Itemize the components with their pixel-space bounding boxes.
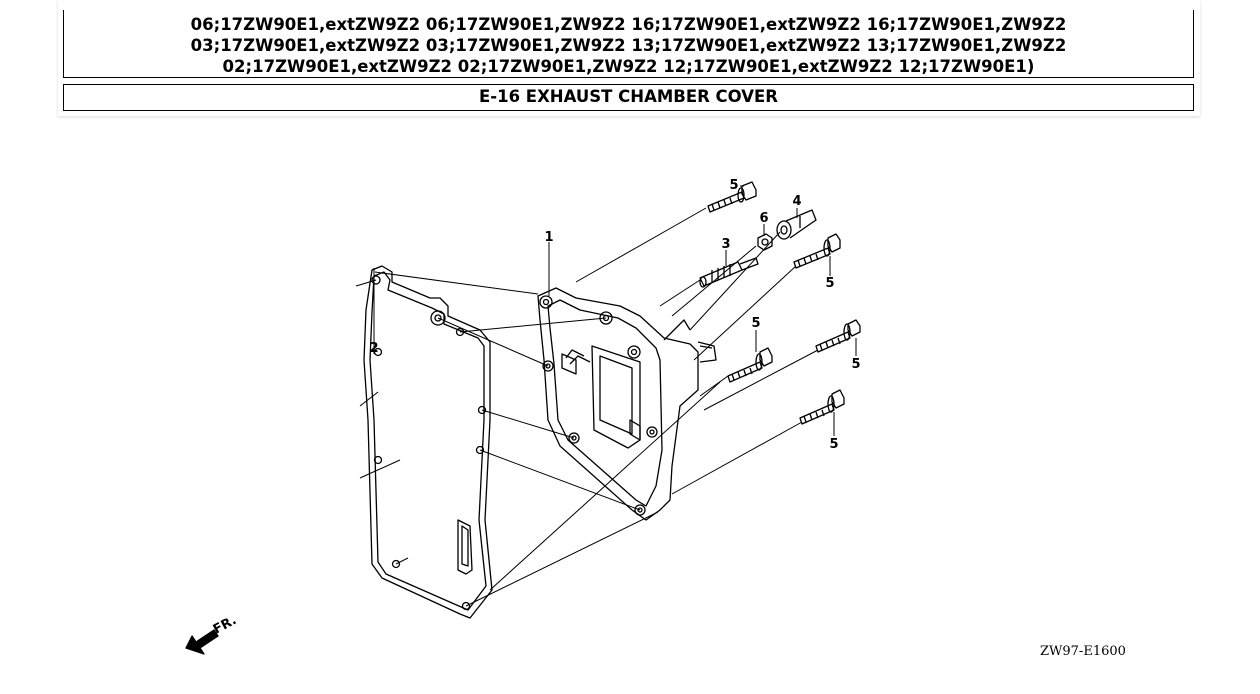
exploded-parts-diagram: 1 2 3 4 5 5 5 5 5 6 FR. ZW97-E1600	[185, 178, 1126, 659]
header-panel: 06;17ZW90E1,extZW9Z2 06;17ZW90E1,ZW9Z2 1…	[58, 0, 1200, 116]
callout-6: 6	[759, 211, 768, 226]
callout-ticks	[373, 185, 857, 436]
callout-5-right-lower: 5	[851, 357, 860, 372]
bolt-part-middle	[727, 347, 773, 383]
callout-5-right-upper: 5	[825, 276, 834, 291]
model-codes-box: 06;17ZW90E1,extZW9Z2 06;17ZW90E1,ZW9Z2 1…	[63, 10, 1194, 78]
exhaust-chamber-cover-part	[537, 287, 717, 521]
bolt-part-right-upper	[793, 233, 841, 269]
bolt-part-bottom	[799, 389, 845, 425]
callout-5-bottom: 5	[829, 437, 838, 452]
grommet-part	[776, 209, 817, 240]
callout-5-top: 5	[729, 178, 738, 193]
callout-5-middle: 5	[751, 316, 760, 331]
callout-1: 1	[544, 230, 553, 245]
bolt-part-top	[707, 181, 757, 213]
pipe-part	[699, 257, 759, 288]
assembly-lines	[355, 207, 819, 607]
section-title: E-16 EXHAUST CHAMBER COVER	[63, 84, 1194, 111]
bolt-part-right-lower	[815, 319, 861, 353]
front-marker-label: FR.	[211, 613, 239, 638]
nut-part	[757, 233, 773, 251]
gasket-part	[363, 265, 493, 619]
model-line-2: 03;17ZW90E1,extZW9Z2 03;17ZW90E1,ZW9Z2 1…	[190, 36, 1067, 55]
model-line-1: 06;17ZW90E1,extZW9Z2 06;17ZW90E1,ZW9Z2 1…	[190, 15, 1067, 34]
drawing-code: ZW97-E1600	[1040, 644, 1126, 659]
model-line-3: 02;17ZW90E1,extZW9Z2 02;17ZW90E1,ZW9Z2 1…	[222, 57, 1035, 76]
callout-4: 4	[792, 194, 801, 209]
callout-2: 2	[369, 341, 378, 356]
front-arrow-icon	[185, 629, 219, 655]
callout-3: 3	[721, 237, 730, 252]
